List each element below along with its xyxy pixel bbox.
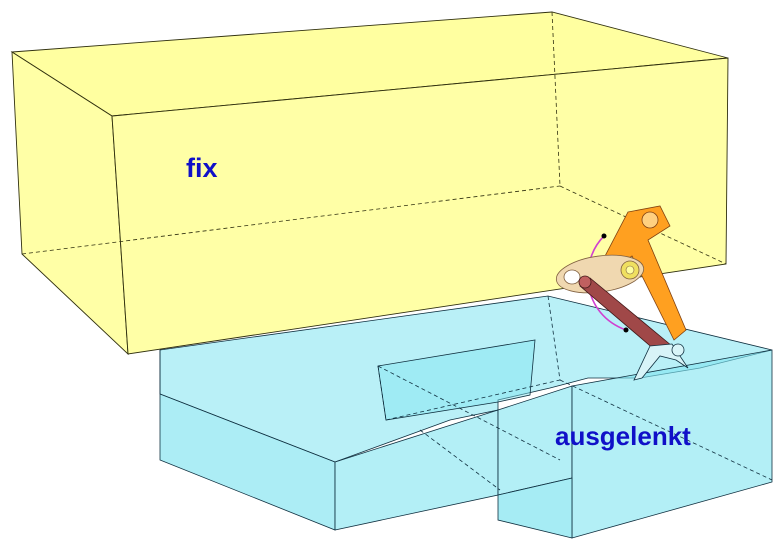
arc-start-point [601, 233, 607, 239]
link-plate-hole-left [563, 269, 581, 285]
link-plate-pin-right-inner [625, 265, 635, 275]
arc-end-point [623, 327, 629, 333]
moving-body [159, 295, 773, 539]
moving-body-right-front-face [571, 349, 773, 539]
moving-body-hidden-edges [377, 295, 773, 491]
moving-body-label: ausgelenkt [555, 421, 691, 451]
hinge-mechanism [555, 205, 689, 381]
hinge-arm-pivot-top [641, 211, 659, 229]
fixed-body-label: fix [186, 153, 218, 183]
moving-body-right-lower-face [497, 477, 573, 539]
connecting-rod-end-cap [578, 275, 592, 289]
fixed-body [10, 11, 729, 356]
lower-bracket-pin [671, 343, 685, 357]
